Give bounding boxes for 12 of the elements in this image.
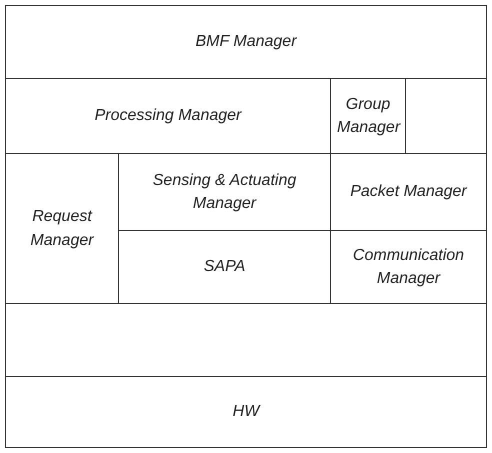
layer-label: SAPA bbox=[204, 257, 246, 278]
layer-label: HW bbox=[232, 402, 260, 422]
layer-label: Communication Manager bbox=[352, 246, 466, 289]
layer-label: Group Manager bbox=[337, 94, 399, 138]
layer-label: Processing Manager bbox=[94, 106, 242, 126]
layer-box bbox=[5, 376, 487, 448]
layer-label: Request Manager bbox=[29, 207, 95, 250]
layer-label: BMF Manager bbox=[195, 32, 297, 52]
layer-box bbox=[5, 5, 487, 79]
layer-box bbox=[5, 303, 487, 377]
layer-label: Sensing & Actuating Manager bbox=[152, 170, 298, 214]
layer-label: Packet Manager bbox=[350, 182, 467, 202]
